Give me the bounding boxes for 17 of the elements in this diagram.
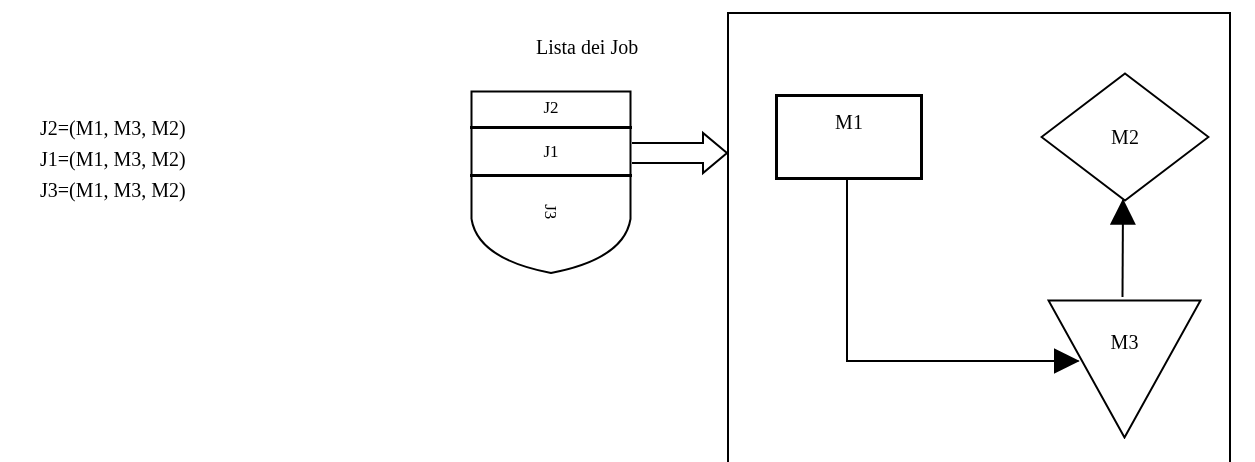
machine-label: M1 xyxy=(835,110,863,135)
frame-box xyxy=(727,12,1231,462)
job-route-text: J1=(M1, M3, M2) xyxy=(40,147,186,171)
machine-label: M3 xyxy=(1110,330,1139,355)
job-route-text: J3=(M1, M3, M2) xyxy=(40,178,186,202)
machine-diamond xyxy=(1040,72,1210,202)
arrow xyxy=(846,177,1080,374)
job-label: J3 xyxy=(540,204,562,220)
machine-box xyxy=(775,94,923,180)
block-arrow xyxy=(631,130,729,176)
queue-title: Lista dei Job xyxy=(536,35,639,60)
job-label: J2 xyxy=(543,97,559,120)
machine-label: M2 xyxy=(1111,125,1139,150)
arrow xyxy=(1109,198,1136,298)
job-route-text: J2=(M1, M3, M2) xyxy=(40,116,186,140)
job-label: J1 xyxy=(543,140,559,163)
machine-triangle xyxy=(1047,299,1202,439)
